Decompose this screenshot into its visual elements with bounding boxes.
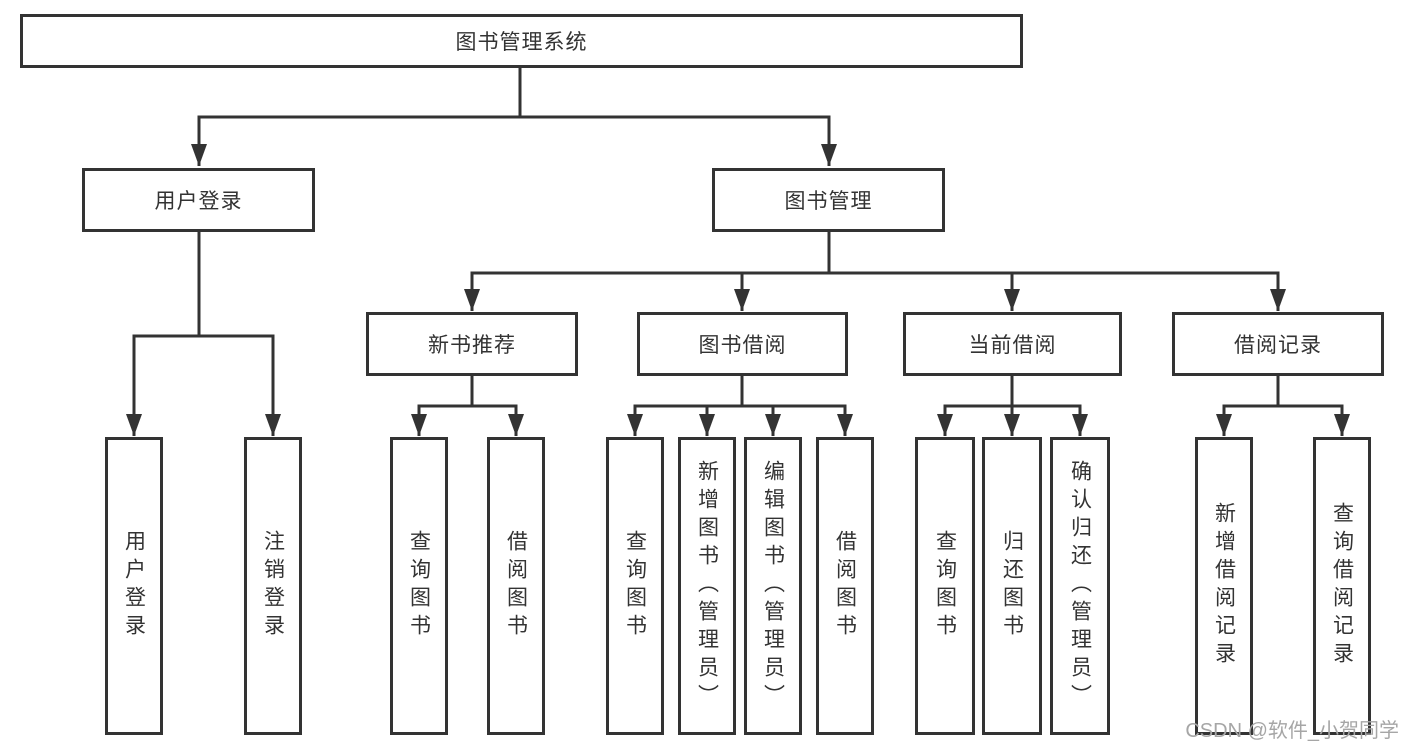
csdn-watermark: CSDN @软件_小贺同学 [1185, 720, 1399, 742]
edge-new-book-rec-bracket [417, 404, 518, 436]
node-leaf-bb-add-label: 新增图书（管理员） [695, 460, 719, 712]
node-leaf-cb-query: 查询图书 [915, 437, 975, 735]
node-leaf-bb-query-label: 查询图书 [623, 530, 647, 642]
node-new-book-rec-label: 新书推荐 [428, 334, 516, 357]
node-leaf-br-query-label: 查询借阅记录 [1330, 502, 1354, 670]
arrow-down-icon [1270, 289, 1286, 311]
node-leaf-user-login-label: 用户登录 [122, 530, 146, 642]
node-leaf-user-login: 用户登录 [105, 437, 163, 735]
arrow-down-icon [126, 414, 142, 436]
node-leaf-nbr-borrow: 借阅图书 [487, 437, 545, 735]
arrow-down-icon [821, 144, 837, 166]
arrow-down-icon [1334, 414, 1350, 436]
arrow-down-icon [1004, 414, 1020, 436]
node-book-borrowing: 图书借阅 [637, 312, 848, 376]
node-leaf-bb-edit-label: 编辑图书（管理员） [761, 460, 785, 712]
arrow-down-icon [411, 414, 427, 436]
arrow-down-icon [191, 144, 207, 166]
arrow-down-icon [1004, 289, 1020, 311]
node-leaf-bb-query: 查询图书 [606, 437, 664, 735]
edge-root-bracket [197, 115, 831, 166]
node-leaf-cb-confirm-label: 确认归还（管理员） [1068, 460, 1092, 712]
node-current-borrowing-label: 当前借阅 [968, 334, 1057, 357]
node-leaf-br-add-label: 新增借阅记录 [1212, 502, 1236, 670]
arrow-down-icon [765, 414, 781, 436]
edge-borrowing-records-bracket [1222, 404, 1344, 436]
arrow-down-icon [734, 289, 750, 311]
node-leaf-bb-add: 新增图书（管理员） [678, 437, 736, 735]
node-leaf-nbr-borrow-label: 借阅图书 [504, 530, 528, 642]
node-borrowing-records: 借阅记录 [1172, 312, 1384, 376]
node-leaf-nbr-query-label: 查询图书 [407, 530, 431, 642]
arrow-down-icon [837, 414, 853, 436]
arrow-down-icon [265, 414, 281, 436]
node-book-management: 图书管理 [712, 168, 945, 232]
node-leaf-br-add: 新增借阅记录 [1195, 437, 1253, 735]
node-leaf-cb-return-label: 归还图书 [1000, 530, 1024, 642]
node-leaf-cb-query-label: 查询图书 [933, 530, 957, 642]
node-leaf-nbr-query: 查询图书 [390, 437, 448, 735]
node-leaf-logout-label: 注销登录 [261, 530, 285, 642]
node-new-book-rec: 新书推荐 [366, 312, 578, 376]
node-root: 图书管理系统 [20, 14, 1023, 68]
arrow-down-icon [699, 414, 715, 436]
node-leaf-bb-borrow: 借阅图书 [816, 437, 874, 735]
arrowheads [126, 144, 1350, 436]
arrow-down-icon [464, 289, 480, 311]
arrow-down-icon [627, 414, 643, 436]
node-user-login-label: 用户登录 [154, 190, 243, 213]
arrow-down-icon [508, 414, 524, 436]
node-book-management-label: 图书管理 [784, 190, 873, 213]
node-leaf-br-query: 查询借阅记录 [1313, 437, 1371, 735]
node-user-login: 用户登录 [82, 168, 315, 232]
arrow-down-icon [937, 414, 953, 436]
connector-lines [132, 67, 1344, 436]
arrow-down-icon [1072, 414, 1088, 436]
node-borrowing-records-label: 借阅记录 [1234, 334, 1322, 357]
node-leaf-cb-return: 归还图书 [982, 437, 1042, 735]
node-leaf-bb-edit: 编辑图书（管理员） [744, 437, 802, 735]
node-book-borrowing-label: 图书借阅 [698, 334, 787, 357]
node-leaf-bb-borrow-label: 借阅图书 [833, 530, 857, 642]
edge-book-borrowing-bracket [633, 404, 847, 436]
edge-user-login-bracket [132, 334, 275, 436]
node-leaf-cb-confirm: 确认归还（管理员） [1050, 437, 1110, 735]
node-leaf-logout: 注销登录 [244, 437, 302, 735]
node-root-label: 图书管理系统 [455, 31, 588, 54]
node-current-borrowing: 当前借阅 [903, 312, 1122, 376]
edge-book-management-bracket [470, 271, 1280, 311]
arrow-down-icon [1216, 414, 1232, 436]
